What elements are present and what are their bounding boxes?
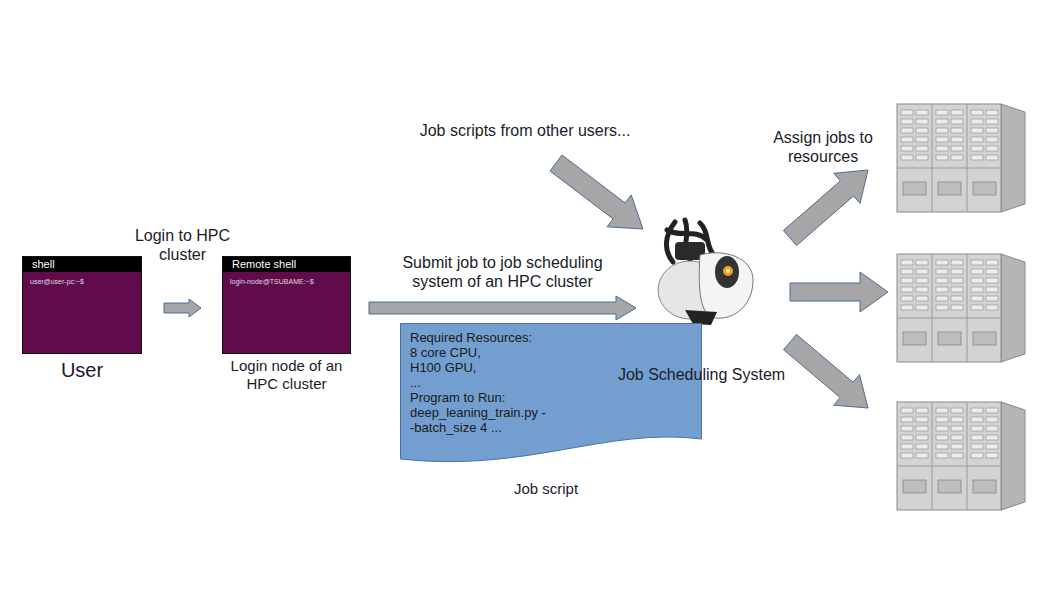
server-rack <box>897 402 1025 510</box>
shell-prompt: login-node@TSUBAME:~$ <box>223 272 350 291</box>
edge-label: Login to HPC cluster <box>127 226 239 264</box>
document-outline <box>401 324 702 462</box>
window-title: shell <box>23 257 141 272</box>
block-arrow <box>784 334 869 408</box>
terminal-window: shelluser@user-pc:~$User <box>22 256 142 354</box>
section-heading: Required Resources: <box>410 330 692 345</box>
section-body: 8 core CPU, H100 GPU, ... <box>410 345 486 390</box>
node-caption: User <box>22 358 142 382</box>
block-arrow <box>790 272 888 312</box>
label-holder: Job scripts from other users... <box>420 121 631 140</box>
caption-holder: Login node of an HPC cluster <box>217 357 357 393</box>
label-holder: Assign jobs to resources <box>773 128 873 166</box>
node-caption: Login node of an HPC cluster <box>217 357 357 393</box>
section-body: deep_leaning_train.py --batch_size 4 ... <box>410 405 550 435</box>
node-caption: Job Scheduling System <box>618 365 785 384</box>
block-arrow <box>550 155 643 229</box>
edge-label: Submit job to job scheduling system of a… <box>378 253 628 291</box>
terminal-window: Remote shelllogin-node@TSUBAME:~$Login n… <box>222 256 351 354</box>
edge-label-holder: Login to HPC cluster <box>127 226 239 264</box>
annotation-label: Job scripts from other users... <box>420 121 631 140</box>
block-arrow <box>783 170 868 246</box>
annotation-label: Assign jobs to resources <box>773 128 873 166</box>
scheduler-node: Job Scheduling System <box>645 220 780 325</box>
window-title: Remote shell <box>223 257 350 272</box>
node-caption: Job script <box>514 480 578 498</box>
job-script-document: Required Resources:8 core CPU, H100 GPU,… <box>400 323 702 469</box>
caption-holder: Job Scheduling System <box>618 365 785 384</box>
block-arrow <box>164 299 201 317</box>
section-heading: Program to Run: <box>410 390 692 405</box>
server-rack <box>897 104 1025 212</box>
server-rack <box>897 254 1025 362</box>
shell-prompt: user@user-pc:~$ <box>23 272 141 291</box>
block-arrow <box>369 296 636 320</box>
caption-holder: Job script <box>514 480 578 498</box>
caption-holder: User <box>22 358 142 382</box>
edge-label-holder: Submit job to job scheduling system of a… <box>378 253 628 291</box>
scheduler-robot <box>658 220 753 325</box>
